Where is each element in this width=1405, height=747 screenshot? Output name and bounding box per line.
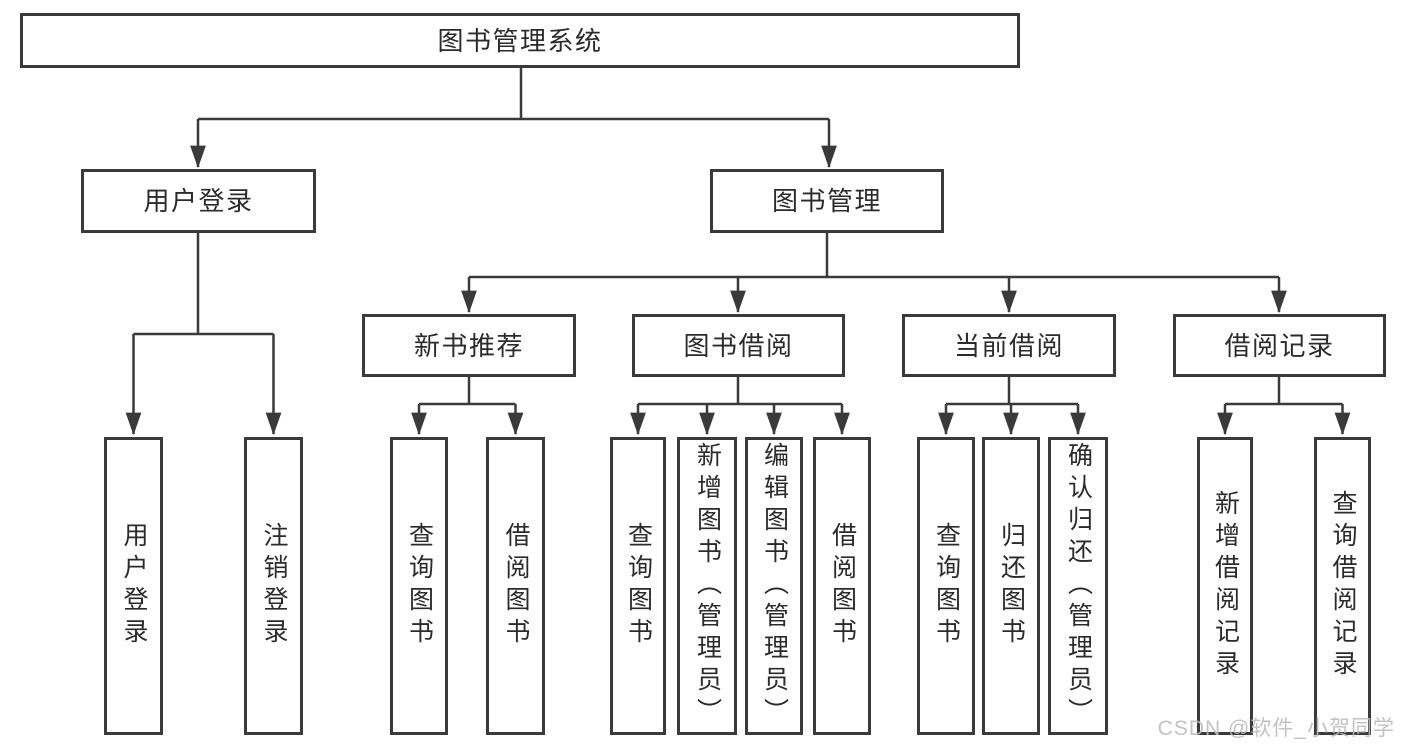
node-leaf-add-book-admin: 新增图书（管理员） <box>677 437 737 735</box>
node-book-management: 图书管理 <box>710 169 944 233</box>
node-leaf-query-books-recommend: 查询图书 <box>390 437 448 735</box>
node-leaf-user-login: 用户登录 <box>104 437 163 735</box>
node-root: 图书管理系统 <box>20 13 1020 68</box>
node-user-login: 用户登录 <box>81 169 316 233</box>
node-leaf-borrow-books-recommend: 借阅图书 <box>486 437 545 735</box>
csdn-watermark: CSDN @软件_小贺同学 <box>1157 717 1395 740</box>
node-leaf-query-borrow-record: 查询借阅记录 <box>1314 437 1371 735</box>
node-leaf-add-borrow-record: 新增借阅记录 <box>1197 437 1253 735</box>
node-leaf-edit-book-admin: 编辑图书（管理员） <box>745 437 803 735</box>
node-current-borrow: 当前借阅 <box>902 314 1116 377</box>
node-leaf-query-books-current: 查询图书 <box>917 437 975 735</box>
connector-trunk-lines <box>133 68 1343 406</box>
node-leaf-confirm-return-admin: 确认归还（管理员） <box>1048 437 1108 735</box>
node-new-book-recommend: 新书推荐 <box>362 314 576 377</box>
node-book-borrow: 图书借阅 <box>632 314 845 377</box>
node-borrow-record: 借阅记录 <box>1173 314 1386 377</box>
connector-arrows <box>125 119 1351 436</box>
node-leaf-borrow-books-borrow: 借阅图书 <box>813 437 871 735</box>
node-leaf-logout: 注销登录 <box>244 437 303 735</box>
node-leaf-query-books-borrow: 查询图书 <box>610 437 666 735</box>
node-leaf-return-book: 归还图书 <box>982 437 1040 735</box>
